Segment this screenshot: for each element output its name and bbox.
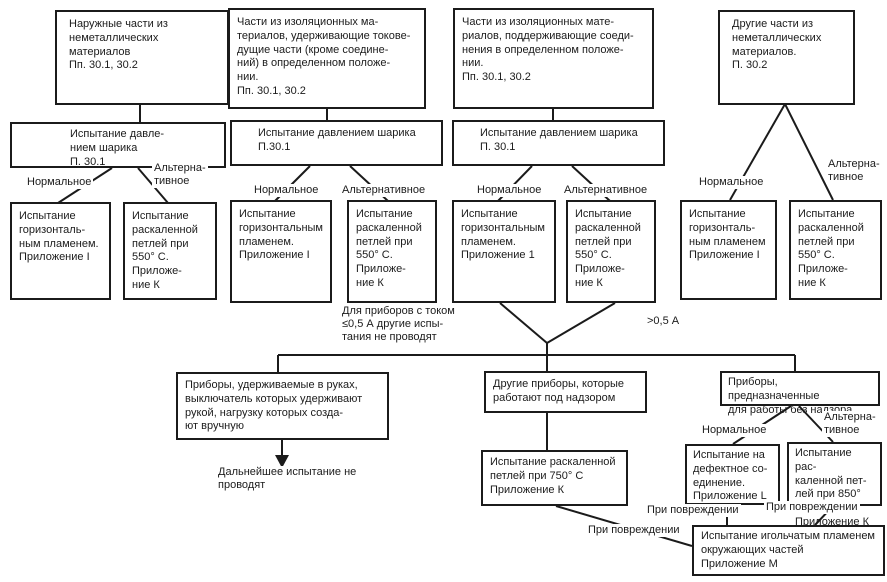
node-horizontal-flame-3: Испытание горизонтальным пламенем. Прило…: [452, 200, 556, 303]
node-horizontal-flame-2: Испытание горизонтальным пламенем. Прило…: [230, 200, 332, 303]
node-horizontal-flame-1: Испытание горизонталь- ным пламенем. При…: [10, 202, 111, 300]
label-normal-4: Нормальное: [697, 176, 766, 190]
label-low-current: Для приборов с током ≤0,5 А другие испы-…: [340, 305, 457, 345]
node-ball-pressure-1: Испытание давле- нием шарика П. 30.1: [10, 122, 226, 168]
label-alternative-5: Альтерна- тивное: [822, 411, 878, 438]
label-alternative-2: Альтернативное: [340, 184, 428, 198]
node-outer-nonmetallic: Наружные части из неметаллических матери…: [55, 10, 229, 105]
node-insulating-holding: Части из изоляционных ма- териалов, удер…: [228, 8, 426, 109]
label-normal-5: Нормальное: [700, 424, 769, 438]
label-alternative-4: Альтерна- тивное: [826, 158, 882, 185]
node-ball-pressure-3: Испытание давлением шарика П. 30.1: [452, 120, 665, 166]
label-alternative-3: Альтернативное: [562, 184, 650, 198]
label-normal-2: Нормальное: [252, 184, 321, 198]
arrowhead-icon: [275, 455, 289, 468]
node-glow-wire-850: Испытание рас- каленной пет- лей при 850…: [787, 442, 882, 528]
label-normal-3: Нормальное: [475, 184, 544, 198]
node-glow-wire-750: Испытание раскаленной петлей при 750° С …: [481, 450, 628, 506]
node-needle-flame: Испытание игольчатым пламенем окружающих…: [692, 525, 885, 576]
node-glow-wire-550-2: Испытание раскаленной петлей при 550° С.…: [347, 200, 437, 303]
node-unattended-appliances: Приборы, предназначенные для работы без …: [720, 371, 880, 416]
label-on-damage-3: При повреждении: [764, 501, 860, 515]
label-normal-1: Нормальное: [25, 176, 94, 190]
node-insulating-supporting: Части из изоляционных мате- риалов, подд…: [453, 8, 654, 109]
label-on-damage-1: При повреждении: [586, 524, 682, 538]
node-supervised-appliances: Другие приборы, которые работают под над…: [484, 371, 647, 413]
node-horizontal-flame-4: Испытание горизонталь- ным пламенем Прил…: [680, 200, 777, 300]
node-ball-pressure-2: Испытание давлением шарика П.30.1: [230, 120, 443, 166]
node-other-nonmetallic: Другие части из неметаллических материал…: [718, 10, 855, 105]
label-high-current: >0,5 А: [645, 315, 682, 329]
node-glow-wire-550-4: Испытание раскаленной петлей при 550° С.…: [789, 200, 882, 300]
node-glow-wire-550-3: Испытание раскаленной петлей при 550° С.…: [566, 200, 656, 303]
node-handheld-appliances: Приборы, удерживаемые в руках, выключате…: [176, 372, 389, 440]
label-no-further-test: Дальнейшее испытание не проводят: [216, 466, 359, 493]
node-glow-wire-550-1: Испытание раскаленной петлей при 550° С.…: [123, 202, 217, 300]
node-bad-connection: Испытание на дефектное со- единение. При…: [685, 444, 780, 505]
label-alternative-1: Альтерна- тивное: [152, 162, 208, 189]
label-on-damage-2: При повреждении: [645, 504, 741, 518]
